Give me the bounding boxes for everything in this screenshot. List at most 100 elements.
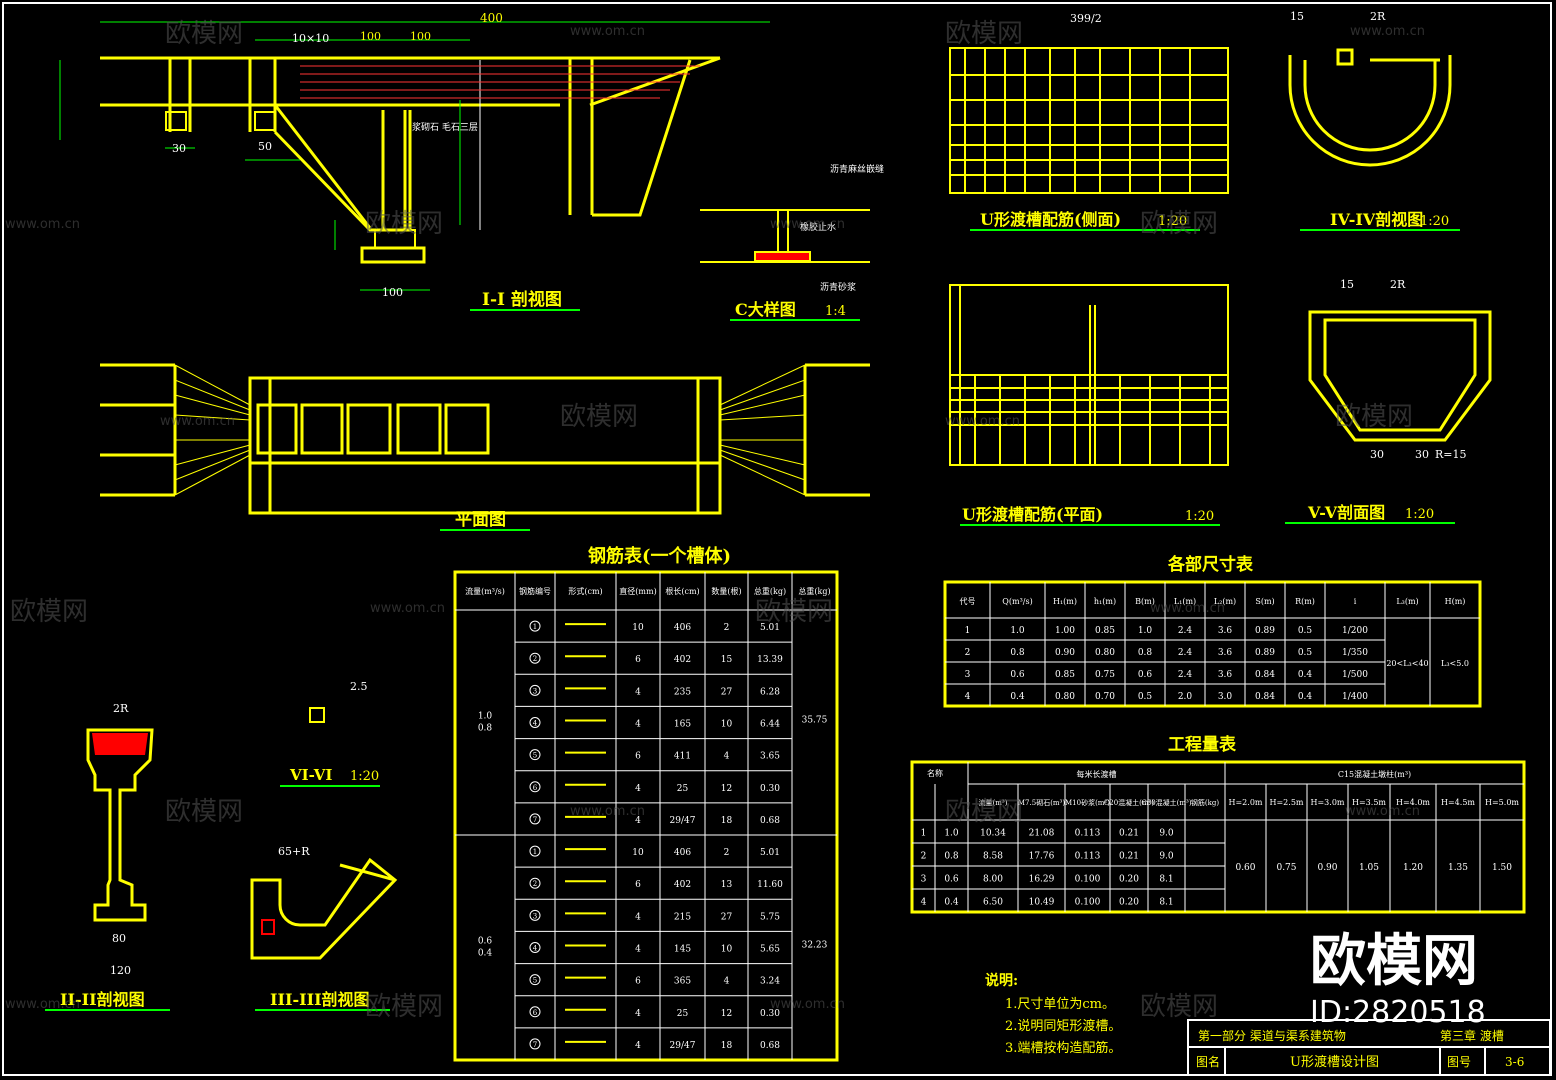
- rebar-no-circle: [529, 877, 541, 889]
- qty-cell: 9.0: [1159, 852, 1174, 862]
- detail-c-scale: 1:4: [825, 304, 846, 319]
- dim-cell: 2.4: [1178, 648, 1193, 658]
- qty-cell: 0.4: [944, 898, 959, 908]
- dim-cell: 2.0: [1178, 692, 1193, 702]
- wm-site-9: www.om.cn: [570, 804, 645, 819]
- dim-cell: 0.80: [1055, 692, 1075, 702]
- rebar-no: 2: [533, 655, 537, 663]
- rebar-header-cell: 根长(cm): [665, 586, 699, 596]
- dim-2-5: 2.5: [350, 680, 368, 693]
- qty-cell: 1.0: [944, 829, 959, 839]
- dim-cell: 1/400: [1342, 692, 1368, 702]
- rebar-no: 7: [533, 816, 537, 824]
- dim-cell: 0.6: [1138, 670, 1153, 680]
- dim-header-cell: L₁(m): [1174, 597, 1196, 606]
- qty-cell: 0.20: [1119, 898, 1139, 908]
- wm-brand-8: 欧模网: [755, 597, 833, 627]
- watermarks: 欧模网 欧模网 欧模网 欧模网 欧模网 欧模网 欧模网 欧模网 欧模网 欧模网 …: [5, 19, 1425, 1022]
- plan-title: 平面图: [455, 510, 506, 530]
- dim-cell: 2.4: [1178, 670, 1193, 680]
- rebar-diameter: 6: [635, 752, 641, 762]
- rebar-no: 1: [533, 848, 537, 856]
- rebar-no-circle: [529, 1006, 541, 1018]
- rebar-diameter: 10: [632, 848, 644, 858]
- dim-10x10: 10×10: [292, 32, 329, 45]
- qty-cell: 3: [921, 875, 927, 885]
- wm-brand-2: 欧模网: [945, 19, 1023, 49]
- rebar-diameter: 4: [635, 784, 641, 794]
- dim-cell: 0.89: [1255, 626, 1275, 636]
- qty-pier-cell: 1.50: [1492, 863, 1512, 873]
- rebar-diameter: 6: [635, 655, 641, 665]
- dim-cell: 0.5: [1138, 692, 1153, 702]
- rebar-quantity: 2: [724, 848, 730, 858]
- dim-399: 399/2: [1070, 12, 1102, 25]
- dim-cell: 0.85: [1055, 670, 1075, 680]
- dim-r15: R=15: [1435, 448, 1467, 461]
- rebar-table: 流量(m³/s)钢筋编号形式(cm)直径(mm)根长(cm)数量(根)总重(kg…: [453, 570, 839, 1062]
- rebar-length: 406: [674, 848, 691, 858]
- dim-15-a: 15: [1290, 10, 1304, 23]
- rebar-length: 215: [674, 912, 691, 922]
- note-1: 1.尺寸单位为cm。: [1005, 997, 1115, 1012]
- rebar-no: 6: [533, 1009, 538, 1017]
- plan-rebar-scale: 1:20: [1185, 509, 1214, 524]
- wm-brand-11: 欧模网: [365, 992, 443, 1022]
- rebar-diameter: 10: [632, 623, 644, 633]
- qty-pier-cell: 0.90: [1317, 863, 1337, 873]
- title-name-label: 图名: [1196, 1054, 1220, 1069]
- dim-2r-a: 2R: [1370, 10, 1386, 23]
- qty-cell: 21.08: [1029, 829, 1055, 839]
- dim-30-b: 30: [1370, 448, 1384, 461]
- qty-sub1-cell: C30混凝土(m³): [1141, 798, 1191, 807]
- wm-big-brand: 欧模网: [1310, 929, 1478, 994]
- dim-header-cell: h₁(m): [1094, 597, 1116, 606]
- rebar-diameter: 4: [635, 912, 641, 922]
- rebar-length: 165: [674, 720, 691, 730]
- rebar-length: 235: [674, 687, 691, 697]
- dim-cell: 0.8: [1138, 648, 1153, 658]
- wm-site-2: www.om.cn: [1350, 24, 1425, 39]
- qty-cell: 8.1: [1159, 875, 1173, 885]
- qty-sub1-cell: 流量(m³): [979, 798, 1008, 807]
- dim-header-cell: R(m): [1295, 597, 1315, 606]
- title-part: 第一部分 渠道与渠系建筑物: [1198, 1028, 1346, 1043]
- qty-cell: 16.29: [1029, 875, 1055, 885]
- wm-site-12: www.om.cn: [770, 997, 845, 1012]
- rebar-length: 406: [674, 623, 691, 633]
- rebar-table-title: 钢筋表(一个槽体): [588, 545, 731, 567]
- dim-cell: 0.8: [1010, 648, 1025, 658]
- dim-header-cell: H₁(m): [1053, 597, 1077, 606]
- rebar-no-circle: [529, 974, 541, 986]
- rebar-diameter: 6: [635, 880, 641, 890]
- dim-header-cell: S(m): [1255, 597, 1274, 606]
- rebar-no: 3: [533, 687, 537, 695]
- wm-site-10: www.om.cn: [1345, 804, 1420, 819]
- dim-header-cell: i: [1354, 597, 1357, 606]
- rebar-no: 1: [533, 623, 537, 631]
- dim-cell: 2: [965, 648, 971, 658]
- qty-head-name: 名称: [927, 768, 943, 778]
- section-3-title: III-III剖视图: [270, 990, 370, 1009]
- dim-cell: 3.0: [1218, 692, 1233, 702]
- rebar-no: 4: [533, 720, 538, 728]
- rebar-weight: 0.30: [760, 784, 780, 794]
- rebar-length: 29/47: [670, 816, 696, 826]
- dim-cell: 0.4: [1298, 670, 1313, 680]
- dim-cell: 3.6: [1218, 648, 1233, 658]
- dim-100-c: 100: [382, 286, 403, 299]
- qty-cell: 0.113: [1075, 829, 1101, 839]
- section-4-scale: 1:20: [1420, 214, 1449, 229]
- dim-header-cell: L₃(m): [1396, 597, 1418, 606]
- rebar-quantity: 18: [721, 816, 733, 826]
- qty-cell: 17.76: [1029, 852, 1055, 862]
- section-1-dims: [59, 21, 770, 291]
- section-5-scale: 1:20: [1405, 507, 1434, 522]
- rebar-diameter: 4: [635, 687, 641, 697]
- rebar-header-cell: 钢筋编号: [519, 586, 551, 596]
- qty-cell: 0.8: [944, 852, 959, 862]
- rebar-diameter: 4: [635, 816, 641, 826]
- rebar-header-cell: 总重(kg): [754, 586, 786, 596]
